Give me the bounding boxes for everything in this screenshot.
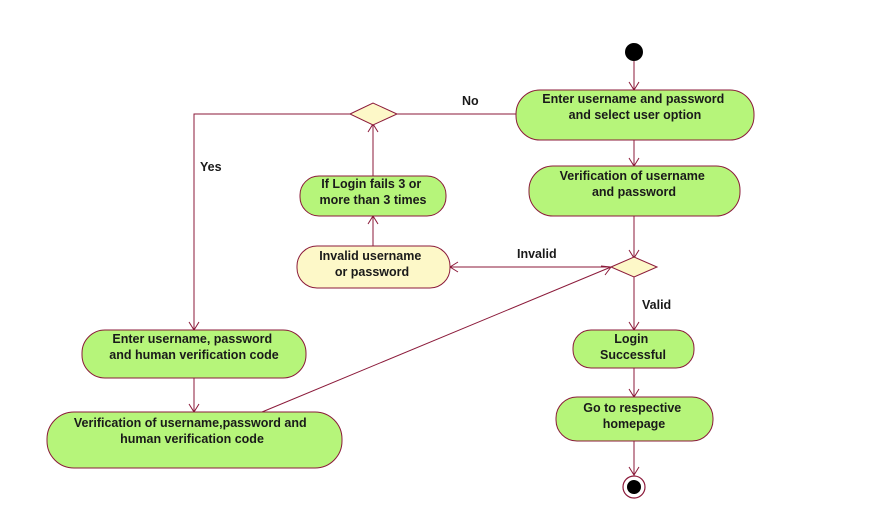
edges <box>188 61 640 476</box>
node-login-successful: Login Successful <box>572 329 695 369</box>
svg-text:Verification of username,passw: Verification of username,password and hu… <box>74 416 310 446</box>
edge-verify-code-to-decision <box>261 266 612 413</box>
end-node <box>622 475 646 499</box>
node-invalid-credentials: Invalid username or password <box>296 245 451 289</box>
edge-label-yes: Yes <box>200 160 222 174</box>
svg-text:Enter username, password: Enter username, password and human verif… <box>109 332 279 362</box>
edge-label-valid: Valid <box>642 298 671 312</box>
node-enter-with-code: Enter username, password and human verif… <box>81 329 307 379</box>
node-go-homepage: Go to respective homepage <box>555 396 714 442</box>
svg-text:Login Successful: Login Successful <box>600 332 666 362</box>
start-node <box>625 43 643 61</box>
svg-text:Go to respective homepag: Go to respective homepage <box>583 401 684 431</box>
decision-login-fails <box>348 102 399 126</box>
svg-text:If Login fails 3 or more: If Login fails 3 or more than 3 times <box>320 177 427 207</box>
node-login-fails: If Login fails 3 or more than 3 times <box>299 175 447 217</box>
edge-label-invalid: Invalid <box>517 247 557 261</box>
edge-label-no: No <box>462 94 479 108</box>
node-enter-credentials: Enter username and password and select u… <box>515 89 755 141</box>
svg-text:Enter username and password: Enter username and password and select u… <box>542 92 728 122</box>
svg-text:Invalid username or pass: Invalid username or password <box>319 249 425 279</box>
svg-text:Verification of username: Verification of username and password <box>560 169 709 199</box>
edge-yes <box>193 113 350 330</box>
node-verify-with-code: Verification of username,password and hu… <box>46 411 343 469</box>
decision-validity <box>609 256 659 278</box>
node-verify-credentials: Verification of username and password <box>528 165 741 217</box>
